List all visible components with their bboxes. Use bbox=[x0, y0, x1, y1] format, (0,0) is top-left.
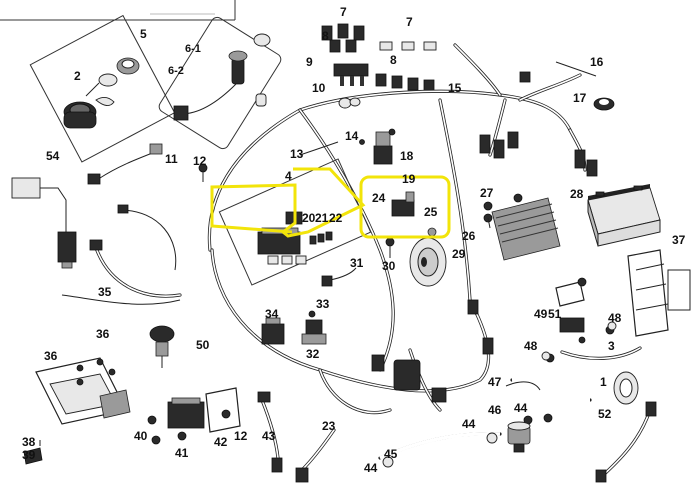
part-label-28: 28 bbox=[570, 187, 584, 201]
battery-28 bbox=[587, 184, 661, 247]
part-label-6-1: 6-1 bbox=[185, 43, 201, 55]
bracket-37 bbox=[627, 249, 691, 337]
bracket-24-25 bbox=[391, 191, 415, 217]
part-label-22: 22 bbox=[329, 211, 343, 225]
part-label-43: 43 bbox=[262, 429, 276, 443]
part-14-18 bbox=[359, 128, 396, 165]
part-label-20: 20 bbox=[302, 211, 316, 225]
part-label-32: 32 bbox=[306, 347, 320, 361]
part-label-13: 13 bbox=[290, 147, 304, 161]
part-label-9: 9 bbox=[306, 55, 313, 69]
highlight-callout bbox=[210, 167, 451, 239]
part-label-4: 4 bbox=[285, 169, 292, 183]
start-switch-group bbox=[158, 16, 282, 150]
part-label-29: 29 bbox=[452, 247, 466, 261]
cable-52 bbox=[595, 401, 657, 483]
cable-23 bbox=[295, 428, 336, 483]
part-label-54: 54 bbox=[46, 149, 60, 163]
part-label-12: 12 bbox=[193, 154, 207, 168]
part-label-36: 36 bbox=[96, 327, 110, 341]
part-label-34: 34 bbox=[265, 307, 279, 321]
part-label-48: 48 bbox=[524, 339, 538, 353]
part-46-47 bbox=[505, 381, 541, 453]
part-label-25: 25 bbox=[424, 205, 438, 219]
part-label-1: 1 bbox=[600, 375, 607, 389]
cable-43 bbox=[257, 391, 283, 473]
part-label-18: 18 bbox=[400, 149, 414, 163]
part-label-31: 31 bbox=[350, 256, 364, 270]
part-label-14: 14 bbox=[345, 129, 359, 143]
part-label-52: 52 bbox=[598, 407, 612, 421]
sensor-50 bbox=[149, 325, 175, 368]
part-31 bbox=[321, 267, 357, 287]
ecu-36-39 bbox=[23, 357, 131, 465]
part-label-26: 26 bbox=[462, 229, 476, 243]
rod-13 bbox=[299, 141, 339, 156]
part-16-17 bbox=[555, 61, 615, 111]
part-label-45: 45 bbox=[384, 447, 398, 461]
part-label-7: 7 bbox=[406, 15, 413, 29]
part-label-5: 5 bbox=[140, 27, 147, 41]
cdi-41-42 bbox=[147, 387, 241, 445]
part-label-8: 8 bbox=[390, 53, 397, 67]
bolt-12 bbox=[198, 163, 208, 182]
part-label-44: 44 bbox=[364, 461, 378, 475]
part-label-15: 15 bbox=[448, 81, 462, 95]
part-label-21: 21 bbox=[315, 211, 329, 225]
wire-35 bbox=[61, 204, 182, 305]
part-label-37: 37 bbox=[672, 233, 686, 247]
part-label-8: 8 bbox=[322, 29, 329, 43]
part-label-44: 44 bbox=[462, 417, 476, 431]
part-label-40: 40 bbox=[134, 429, 148, 443]
relay-group bbox=[321, 23, 437, 93]
part-label-46: 46 bbox=[488, 403, 502, 417]
part-label-50: 50 bbox=[196, 338, 210, 352]
part-label-10: 10 bbox=[312, 81, 326, 95]
ignition-switch-group bbox=[29, 14, 176, 163]
part-label-12: 12 bbox=[234, 429, 248, 443]
part-label-7: 7 bbox=[340, 5, 347, 19]
part-label-17: 17 bbox=[573, 91, 587, 105]
part-label-3: 3 bbox=[608, 339, 615, 353]
part-label-23: 23 bbox=[322, 419, 336, 433]
regulator-26 bbox=[483, 193, 561, 261]
part-label-47: 47 bbox=[488, 375, 502, 389]
part-label-41: 41 bbox=[175, 446, 189, 460]
part-label-48: 48 bbox=[608, 311, 622, 325]
part-label-6-2: 6-2 bbox=[168, 65, 184, 77]
part-label-11: 11 bbox=[165, 152, 178, 166]
tube-1 bbox=[510, 371, 639, 425]
part-label-24: 24 bbox=[372, 191, 386, 205]
main-harness bbox=[207, 43, 598, 415]
part-label-38: 38 bbox=[22, 435, 36, 449]
horn-29-30 bbox=[385, 227, 447, 287]
part-label-51: 51 bbox=[548, 307, 562, 321]
clamp-48 bbox=[541, 321, 617, 361]
hose-44-45 bbox=[378, 431, 502, 468]
part-label-44: 44 bbox=[514, 401, 528, 415]
part-label-49: 49 bbox=[534, 307, 548, 321]
part-label-35: 35 bbox=[98, 285, 112, 299]
part-label-2: 2 bbox=[74, 69, 81, 83]
part-label-27: 27 bbox=[480, 186, 494, 200]
part-label-36: 36 bbox=[44, 349, 58, 363]
part-label-42: 42 bbox=[214, 435, 228, 449]
part-label-16: 16 bbox=[590, 55, 604, 69]
part-label-30: 30 bbox=[382, 259, 396, 273]
part-label-19: 19 bbox=[402, 172, 416, 186]
part-label-33: 33 bbox=[316, 297, 330, 311]
sensor-54-11 bbox=[11, 143, 163, 269]
relays-32-34 bbox=[261, 310, 327, 345]
part-label-39: 39 bbox=[22, 448, 36, 462]
